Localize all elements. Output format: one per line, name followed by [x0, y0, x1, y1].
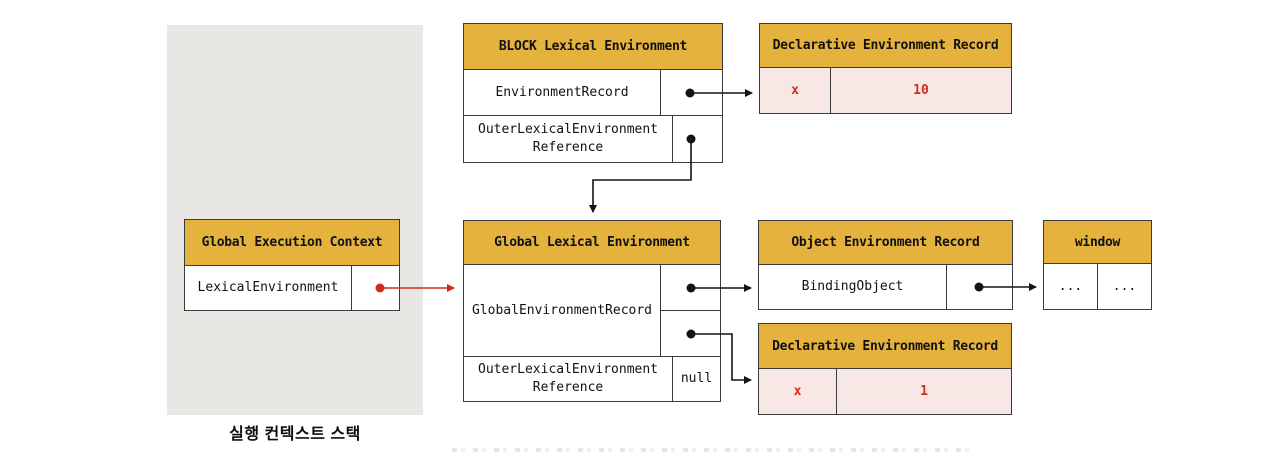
- window-object-title: window: [1044, 221, 1151, 264]
- declarative-environment-record-block-table: Declarative Environment Record x 10: [759, 23, 1012, 114]
- block-outer-reference-cell: OuterLexicalEnvironment Reference: [464, 116, 674, 162]
- declarative-environment-record-global-table: Declarative Environment Record x 1: [758, 323, 1012, 415]
- global-execution-context-table: Global Execution Context LexicalEnvironm…: [184, 219, 400, 311]
- window-object-table: window ... ...: [1043, 220, 1152, 310]
- cutoff-caption-remnant: [452, 448, 977, 452]
- der-block-key-cell: x: [760, 68, 831, 113]
- block-outer-reference-slot: [673, 116, 722, 162]
- der-global-key-cell: x: [759, 369, 837, 414]
- gle-global-environment-record-cell: GlobalEnvironmentRecord: [464, 265, 661, 357]
- gle-outer-reference-value-cell: null: [680, 371, 713, 387]
- block-lexical-environment-table: BLOCK Lexical Environment EnvironmentRec…: [463, 23, 723, 163]
- gle-object-record-reference-slot: [661, 265, 720, 311]
- declarative-environment-record-global-title: Declarative Environment Record: [759, 324, 1011, 369]
- block-env-record-reference-slot: [661, 70, 722, 116]
- declarative-environment-record-block-title: Declarative Environment Record: [760, 24, 1011, 68]
- gle-declarative-record-reference-slot: [661, 311, 720, 357]
- gec-lexical-environment-cell: LexicalEnvironment: [185, 266, 352, 310]
- gle-outer-reference-cell: OuterLexicalEnvironment Reference: [464, 357, 674, 401]
- block-lexical-environment-title: BLOCK Lexical Environment: [464, 24, 722, 70]
- global-execution-context-title: Global Execution Context: [185, 220, 399, 266]
- window-cell-1: ...: [1044, 264, 1098, 309]
- oer-binding-object-reference-slot: [947, 265, 1012, 309]
- global-lexical-environment-title: Global Lexical Environment: [464, 221, 720, 265]
- execution-context-stack-caption: 실행 컨텍스트 스택: [229, 426, 361, 443]
- gec-reference-slot: [352, 266, 399, 310]
- window-cell-2: ...: [1112, 278, 1137, 294]
- der-block-value-cell: 10: [831, 68, 1011, 113]
- object-environment-record-table: Object Environment Record BindingObject: [758, 220, 1013, 310]
- global-lexical-environment-table: Global Lexical Environment GlobalEnviron…: [463, 220, 721, 402]
- oer-binding-object-cell: BindingObject: [759, 265, 947, 309]
- object-environment-record-title: Object Environment Record: [759, 221, 1012, 265]
- der-global-value-cell: 1: [837, 369, 1011, 414]
- block-environment-record-cell: EnvironmentRecord: [464, 70, 661, 116]
